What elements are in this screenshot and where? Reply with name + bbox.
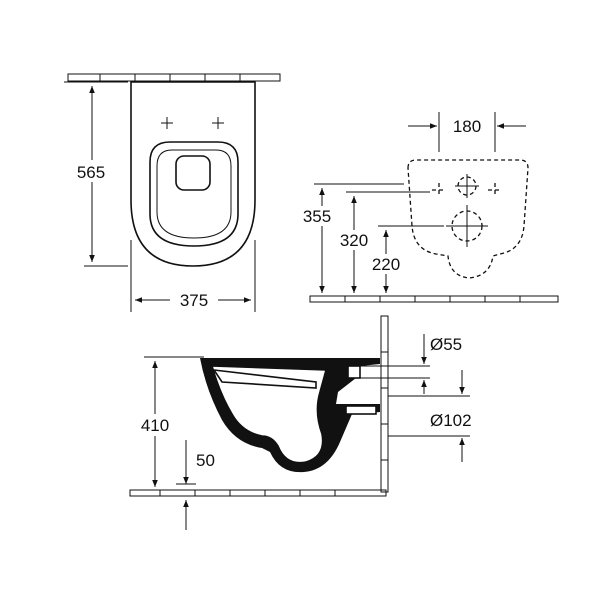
front-view-floor bbox=[309, 295, 559, 303]
outlet-circle-icon bbox=[446, 205, 488, 247]
dimension-375: 375 bbox=[130, 240, 256, 312]
dimension-565: 565 bbox=[64, 81, 128, 267]
side-view-floor bbox=[129, 489, 387, 497]
dimension-220-label: 220 bbox=[372, 255, 400, 274]
dimension-355: 355 bbox=[296, 183, 404, 293]
fixing-mark-left-icon bbox=[161, 117, 173, 129]
seat-inner bbox=[156, 149, 232, 239]
dimension-d102: Ø102 bbox=[388, 370, 472, 462]
inlet-circle-icon bbox=[455, 174, 479, 198]
dimension-220: 220 bbox=[364, 225, 444, 293]
bowl-outline bbox=[130, 81, 256, 267]
dimension-410: 410 bbox=[132, 356, 204, 487]
bowl-cavity bbox=[210, 365, 328, 464]
dimension-355-label: 355 bbox=[303, 207, 331, 226]
seat-outline bbox=[149, 141, 239, 247]
dimension-d102-label: Ø102 bbox=[430, 411, 472, 430]
dimension-180-label: 180 bbox=[453, 117, 481, 136]
fixing-cross-left-icon bbox=[432, 183, 446, 197]
side-view: 410 50 Ø55 Ø102 bbox=[129, 315, 472, 530]
bowl-rim bbox=[212, 369, 317, 389]
outlet-spigot bbox=[345, 405, 377, 415]
fixing-cross-right-icon bbox=[488, 183, 502, 197]
dimension-320-label: 320 bbox=[340, 231, 368, 250]
dimension-375-label: 375 bbox=[180, 291, 208, 310]
inlet-spigot bbox=[347, 365, 361, 379]
fixing-mark-right-icon bbox=[212, 117, 224, 129]
top-view: 565 375 bbox=[64, 73, 281, 312]
dimension-50: 50 bbox=[176, 440, 215, 530]
dimension-50-label: 50 bbox=[196, 451, 215, 470]
dimension-565-label: 565 bbox=[77, 163, 105, 182]
dimension-180: 180 bbox=[408, 112, 526, 152]
dimension-d55-label: Ø55 bbox=[430, 335, 462, 354]
front-view: 180 bbox=[296, 112, 559, 303]
bowl-opening bbox=[175, 155, 211, 191]
top-view-wall bbox=[67, 73, 281, 82]
dimension-d55: Ø55 bbox=[348, 334, 462, 394]
side-view-wall bbox=[380, 315, 389, 493]
front-view-outline bbox=[407, 159, 529, 279]
dimension-410-label: 410 bbox=[141, 416, 169, 435]
dimension-320: 320 bbox=[330, 191, 430, 293]
